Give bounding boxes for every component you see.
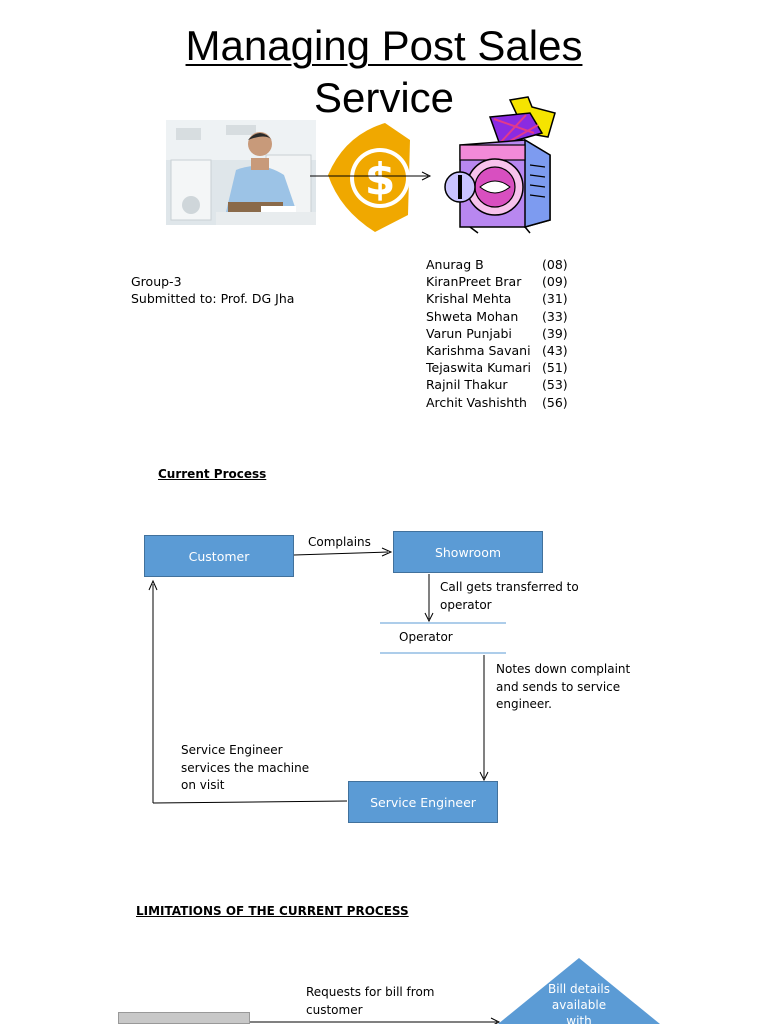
- bill-details-diamond: [498, 958, 660, 1024]
- member-row: Krishal Mehta (31): [426, 290, 568, 307]
- group-label: Group-3: [131, 274, 182, 289]
- member-roll: (31): [542, 291, 568, 307]
- transfer-label: Call gets transferred to operator: [440, 580, 579, 612]
- member-roll: (33): [542, 308, 568, 324]
- member-name: Shweta Mohan: [426, 308, 519, 324]
- cutoff-box: [118, 1012, 250, 1024]
- member-row: Anurag B (08): [426, 256, 568, 273]
- member-name: Krishal Mehta: [426, 291, 512, 307]
- member-row: Varun Punjabi (39): [426, 325, 568, 342]
- member-roll: (43): [542, 343, 568, 359]
- request-label: Requests for bill from customer: [306, 985, 435, 1017]
- member-name: Anurag B: [426, 257, 484, 272]
- title-line-2: Service: [313, 74, 455, 121]
- page-title: Managing Post Sales Service: [0, 20, 768, 124]
- washing-machine-icon: [430, 95, 560, 235]
- member-name: Archit Vashishth: [426, 394, 527, 410]
- service-engineer-box: Service Engineer: [348, 781, 498, 823]
- diamond-text: Bill details available with: [547, 982, 611, 1024]
- dollar-sign-icon: $: [320, 120, 415, 235]
- title-line-1: Managing Post Sales: [185, 22, 583, 69]
- member-roll: (56): [542, 394, 568, 410]
- member-name: KiranPreet Brar: [426, 274, 522, 290]
- member-row: Karishma Savani (43): [426, 342, 568, 359]
- visit-label: Service Engineer services the machine on…: [181, 743, 310, 792]
- member-roll: (51): [542, 360, 568, 376]
- member-row: KiranPreet Brar (09): [426, 273, 568, 290]
- submitted-to: Submitted to: Prof. DG Jha: [131, 291, 295, 306]
- member-roll: (08): [542, 257, 568, 272]
- member-name: Tejaswita Kumari: [426, 360, 532, 376]
- member-name: Rajnil Thakur: [426, 377, 508, 393]
- operator-label: Operator: [399, 630, 453, 644]
- limitations-heading: LIMITATIONS OF THE CURRENT PROCESS: [136, 904, 409, 918]
- member-roll: (09): [542, 274, 568, 290]
- member-row: Archit Vashishth (56): [426, 394, 568, 411]
- current-process-heading: Current Process: [158, 467, 267, 481]
- member-roll: (39): [542, 325, 568, 341]
- member-row: Shweta Mohan (33): [426, 308, 568, 325]
- member-row: Tejaswita Kumari (51): [426, 359, 568, 376]
- complains-label: Complains: [308, 535, 371, 549]
- showroom-box: Showroom: [393, 531, 543, 573]
- member-name: Varun Punjabi: [426, 325, 512, 341]
- member-row: Rajnil Thakur (53): [426, 376, 568, 393]
- member-roll: (53): [542, 377, 568, 393]
- svg-text:$: $: [365, 154, 396, 205]
- group-info: Group-3 Submitted to: Prof. DG Jha: [131, 273, 294, 307]
- customer-box: Customer: [144, 535, 294, 577]
- notes-label: Notes down complaint and sends to servic…: [496, 662, 631, 711]
- members-list: Anurag B(08)KiranPreet Brar(09)Krishal M…: [426, 256, 568, 411]
- member-name: Karishma Savani: [426, 343, 531, 359]
- connector-arrow: [310, 171, 432, 181]
- salesman-photo: [166, 120, 316, 225]
